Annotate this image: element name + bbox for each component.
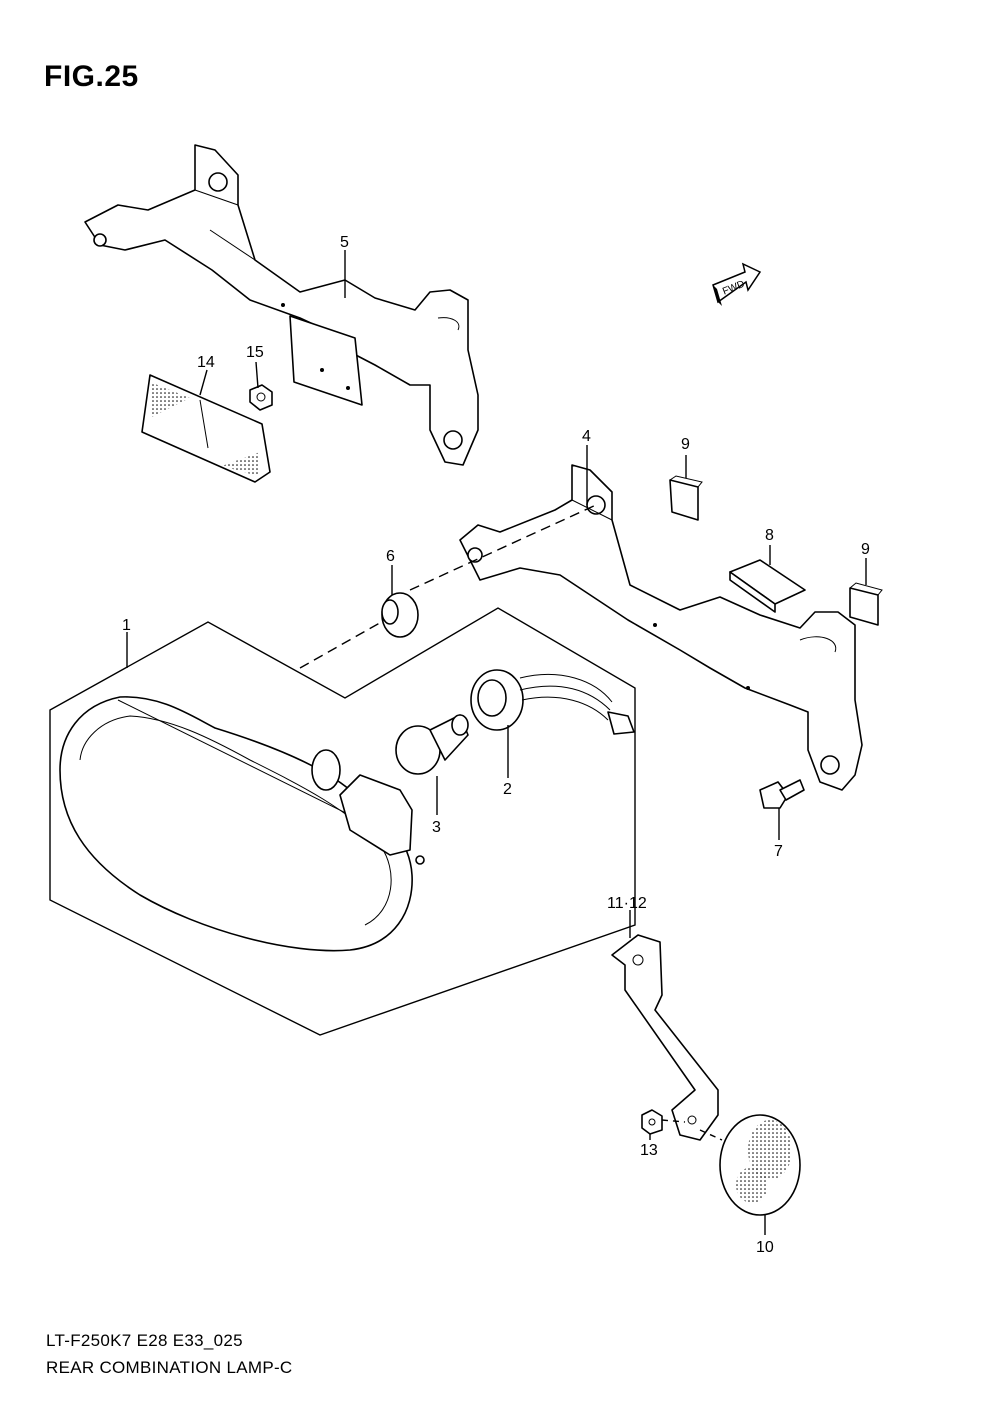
callout-11-12: 11·12 [607,895,647,912]
diagram-name: REAR COMBINATION LAMP-C [46,1358,293,1377]
callout-13: 13 [640,1142,658,1159]
callout-9-lower: 9 [861,541,870,558]
callout-1: 1 [122,617,131,634]
callout-7: 7 [774,843,783,860]
callout-2: 2 [503,781,512,798]
fwd-arrow-icon: FWD [712,262,762,306]
round-reflector-part-10 [719,1114,801,1216]
upper-bracket-part-5 [84,144,479,466]
nut-part-13 [641,1109,663,1135]
callout-5: 5 [340,234,349,251]
assembly-outline-part-1 [49,607,636,1036]
cushion-part-8 [729,559,806,613]
socket-part-2 [470,669,635,735]
callout-4: 4 [582,428,591,445]
callout-6: 6 [386,548,395,565]
callout-8: 8 [765,527,774,544]
tail-lamp-housing [59,696,425,952]
bulb-part-3 [395,714,469,775]
pad-part-9-upper [669,475,703,521]
callout-9-upper: 9 [681,436,690,453]
callout-10: 10 [756,1239,774,1256]
callout-3: 3 [432,819,441,836]
figure-title: FIG.25 [44,60,139,93]
pad-part-9-lower [849,582,883,626]
leader-lines [126,250,867,1235]
reflector-bracket-part-11-12 [611,934,719,1141]
callout-14: 14 [197,354,215,371]
reflector-part-14 [141,374,271,483]
diagram-code: LT-F250K7 E28 E33_025 [46,1331,243,1350]
grommet-part-6 [381,592,419,638]
bolt-part-7 [759,779,805,809]
nut-part-15 [249,384,273,411]
callout-15: 15 [246,344,264,361]
lower-bracket-part-4 [459,464,863,791]
